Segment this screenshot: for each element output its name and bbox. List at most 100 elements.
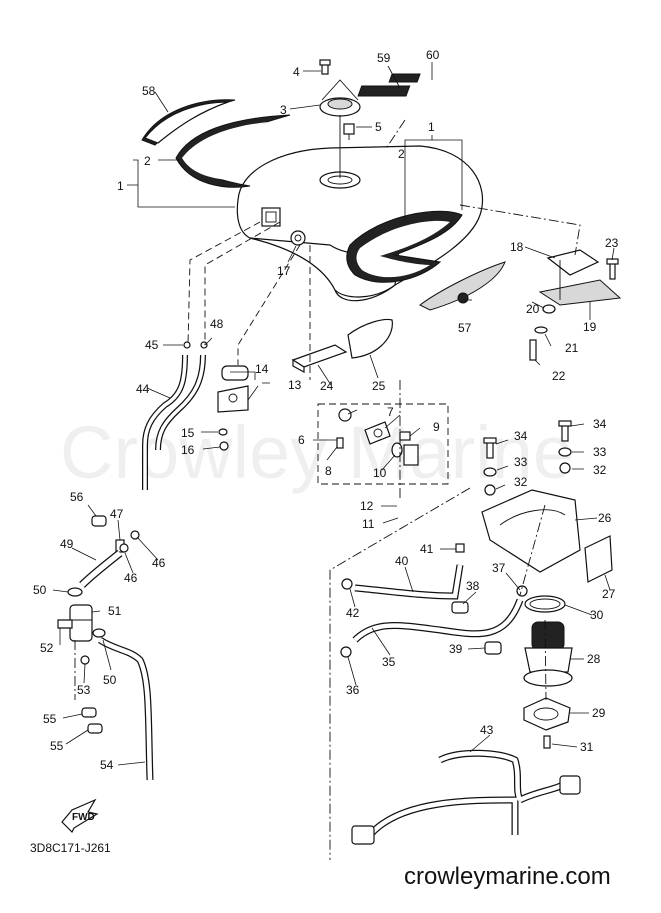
callout-30: 30 — [590, 608, 604, 622]
callout-44: 44 — [136, 382, 150, 396]
pad-24 — [291, 344, 348, 374]
callout-50-lower: 50 — [103, 673, 117, 687]
callout-31: 31 — [580, 740, 594, 754]
clamp-37 — [516, 585, 528, 597]
damper-20 — [542, 304, 556, 314]
bolt-31 — [543, 735, 551, 749]
callout-labels: 58 2 1 4 3 5 59 60 1 2 17 18 23 20 19 21… — [33, 48, 619, 772]
fuel-tank — [236, 145, 484, 302]
clamp-38 — [451, 601, 469, 614]
callout-46-left: 46 — [124, 571, 138, 585]
valve-51 — [69, 604, 93, 642]
diagram-code: 3D8C171-J261 — [30, 841, 111, 855]
clamp-56 — [91, 515, 107, 527]
guide-lines — [74, 119, 581, 860]
hose-54 — [98, 637, 154, 781]
callout-26: 26 — [598, 511, 612, 525]
callout-19: 19 — [583, 320, 597, 334]
callout-51: 51 — [108, 604, 122, 618]
callout-3: 3 — [280, 103, 287, 117]
rear-bracket — [538, 249, 622, 306]
callout-27: 27 — [602, 587, 616, 601]
callout-50: 50 — [33, 583, 47, 597]
callout-15: 15 — [181, 426, 195, 440]
callout-34-right: 34 — [593, 417, 607, 431]
clamp-39 — [484, 641, 502, 655]
callout-28: 28 — [587, 652, 601, 666]
callout-22: 22 — [552, 369, 566, 383]
callout-6: 6 — [298, 433, 305, 447]
caution-labels — [357, 73, 421, 97]
callout-59: 59 — [377, 51, 391, 65]
callout-37: 37 — [492, 561, 506, 575]
callout-53: 53 — [77, 683, 91, 697]
callout-36: 36 — [346, 683, 360, 697]
fuel-hose-43 — [351, 749, 581, 845]
callout-21: 21 — [565, 341, 579, 355]
clamp-42 — [341, 578, 353, 590]
clamp-55 — [81, 707, 103, 734]
callout-43: 43 — [480, 723, 494, 737]
callout-40: 40 — [395, 554, 409, 568]
callout-2-right: 2 — [398, 147, 405, 161]
callout-34-left: 34 — [514, 429, 528, 443]
website-footer: crowleymarine.com — [404, 863, 611, 890]
washer-15 — [218, 428, 228, 436]
damper-17 — [290, 230, 306, 246]
bolt-4 — [319, 59, 331, 75]
callout-47: 47 — [110, 507, 124, 521]
insulator-27 — [584, 535, 613, 583]
callout-12: 12 — [360, 499, 374, 513]
clip-45 — [183, 341, 191, 349]
callout-32-left: 32 — [514, 475, 528, 489]
callout-4: 4 — [293, 65, 300, 79]
callout-54: 54 — [100, 758, 114, 772]
callout-16: 16 — [181, 443, 195, 457]
callout-60: 60 — [426, 48, 440, 62]
callout-10: 10 — [373, 466, 387, 480]
callout-56: 56 — [70, 490, 84, 504]
callout-25: 25 — [372, 379, 386, 393]
bolt-23 — [606, 258, 619, 280]
bolt-16 — [219, 441, 229, 451]
callout-32-right: 32 — [593, 463, 607, 477]
clamp-50 — [67, 587, 106, 638]
screw-22 — [529, 339, 537, 361]
fuel-hose-40 — [354, 564, 464, 600]
tank-emblem-right — [419, 261, 506, 311]
sender-unit — [217, 365, 249, 413]
bracket-52 — [57, 619, 73, 629]
fwd-arrow-icon: FWD — [61, 798, 99, 834]
heat-shield-25 — [347, 318, 393, 359]
callout-55-lower: 55 — [50, 739, 64, 753]
callout-55-upper: 55 — [43, 712, 57, 726]
callout-35: 35 — [382, 655, 396, 669]
callout-58: 58 — [142, 84, 156, 98]
bolts-right-group — [483, 420, 572, 496]
callout-57: 57 — [458, 321, 472, 335]
breather-hose-44 — [142, 354, 206, 490]
callout-7: 7 — [387, 405, 394, 419]
callout-18: 18 — [510, 240, 524, 254]
callout-14: 14 — [255, 362, 269, 376]
callout-45: 45 — [145, 338, 159, 352]
callout-13: 13 — [288, 378, 302, 392]
pump-plate-29 — [523, 697, 571, 731]
callout-38: 38 — [466, 579, 480, 593]
pump-bracket-26 — [481, 489, 581, 573]
callout-11: 11 — [362, 517, 375, 531]
callout-8: 8 — [325, 464, 332, 478]
fwd-label: FWD — [72, 812, 95, 823]
clamp-36 — [340, 646, 352, 658]
callout-5: 5 — [375, 120, 382, 134]
callout-1-right: 1 — [428, 120, 435, 134]
callout-42: 42 — [346, 606, 360, 620]
callout-52: 52 — [40, 641, 54, 655]
callout-17: 17 — [277, 264, 291, 278]
callout-20: 20 — [526, 302, 540, 316]
callout-29: 29 — [592, 706, 606, 720]
callout-23: 23 — [605, 236, 619, 250]
callout-2: 2 — [144, 154, 151, 168]
tank-emblem-left — [141, 99, 236, 146]
